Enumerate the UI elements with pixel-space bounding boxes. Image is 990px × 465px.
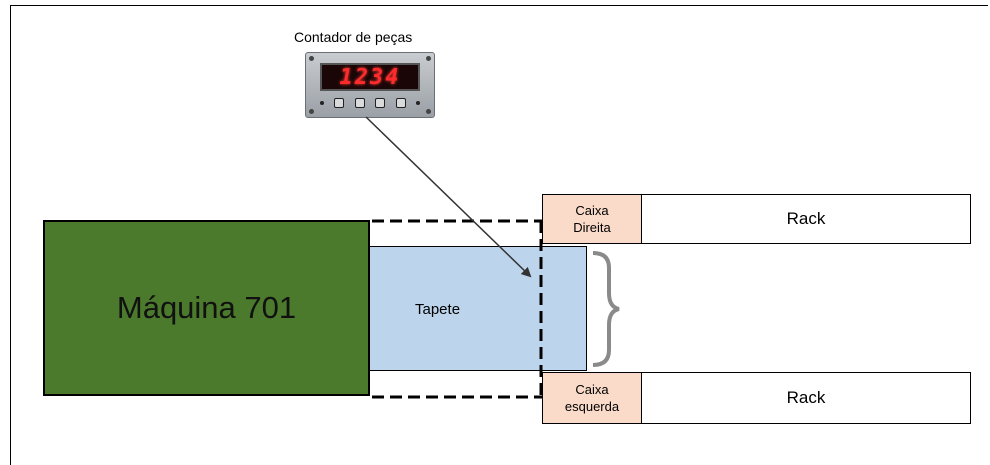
- brace-icon: [593, 253, 619, 365]
- counter-arrow: [366, 117, 530, 276]
